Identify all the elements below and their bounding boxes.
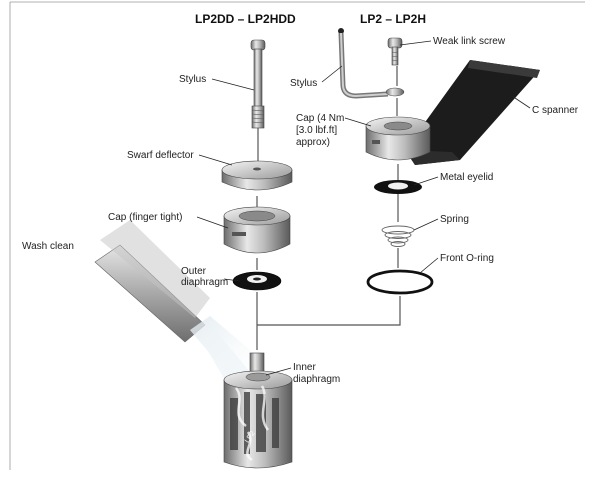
label-swarf-deflector: Swarf deflector: [127, 150, 194, 161]
weak-link-screw-part: [387, 37, 403, 66]
label-cap-torque-2: [3.0 lbf.ft]: [296, 125, 337, 136]
metal-eyelid-part: [374, 180, 422, 194]
label-outer-1: Outer: [181, 266, 207, 277]
label-front-oring: Front O-ring: [440, 253, 494, 264]
spring-part: [381, 225, 415, 247]
label-stylus-left: Stylus: [179, 74, 206, 85]
label-weak-link-screw: Weak link screw: [433, 36, 506, 47]
cap-torque-part: [365, 116, 431, 161]
front-oring-part: [366, 269, 434, 295]
label-wash-clean: Wash clean: [22, 241, 74, 252]
cap-finger-tight-part: [223, 206, 291, 254]
stylus-right-part: [338, 28, 405, 99]
swarf-deflector-part: [221, 160, 293, 191]
probe-body-part: LP2: [223, 352, 293, 469]
label-metal-eyelid: Metal eyelid: [440, 172, 493, 183]
outer-diaphragm-part: [232, 271, 282, 291]
label-inner-2: diaphragm: [293, 374, 340, 385]
label-inner-1: Inner: [293, 362, 316, 373]
heading-lp2: LP2 – LP2H: [360, 12, 426, 26]
heading-lp2dd: LP2DD – LP2HDD: [195, 12, 296, 26]
stylus-left-part: [250, 39, 266, 129]
label-cap-torque-1: Cap (4 Nm: [296, 113, 344, 124]
label-c-spanner: C spanner: [532, 105, 579, 116]
label-cap-finger: Cap (finger tight): [108, 212, 182, 223]
label-spring: Spring: [440, 214, 469, 225]
wash-nozzle-part: [94, 220, 262, 380]
label-outer-2: diaphragm: [181, 277, 228, 288]
label-cap-torque-3: approx): [296, 137, 330, 148]
label-stylus-right: Stylus: [290, 78, 317, 89]
